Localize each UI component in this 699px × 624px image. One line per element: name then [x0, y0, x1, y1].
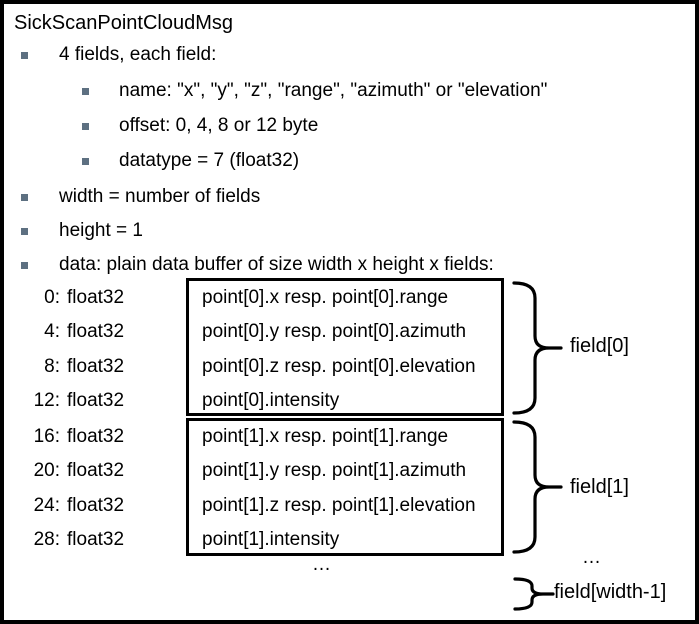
offset-type: float32 [67, 460, 125, 481]
page-title: SickScanPointCloudMsg [14, 12, 233, 34]
offset-type: float32 [67, 495, 125, 516]
buffer-row: point[1].x resp. point[1].range [202, 426, 449, 447]
buffer-row: point[0].y resp. point[0].azimuth [202, 321, 467, 342]
offset-number: 0: [44, 287, 60, 308]
offset-type: float32 [67, 426, 125, 447]
ellipsis-right: … [582, 547, 603, 568]
bullet-text: offset: 0, 4, 8 or 12 byte [119, 115, 319, 136]
offset-type: float32 [67, 287, 125, 308]
offset-number: 28: [33, 529, 60, 550]
buffer-row: point[1].y resp. point[1].azimuth [202, 460, 467, 481]
square-bullet-icon [21, 228, 28, 235]
square-bullet-icon [21, 262, 28, 269]
square-bullet-icon [82, 123, 89, 130]
buffer-box-field1: point[1].x resp. point[1].range point[1]… [186, 418, 504, 556]
bullet-line-offset: offset: 0, 4, 8 or 12 byte [82, 115, 318, 137]
bullet-text: name: "x", "y", "z", "range", "azimuth" … [119, 80, 548, 101]
bullet-text: data: plain data buffer of size width x … [59, 254, 494, 275]
square-bullet-icon [82, 88, 89, 95]
bullet-line-height: height = 1 [21, 220, 143, 242]
bullet-line-data: data: plain data buffer of size width x … [21, 254, 494, 276]
field-width-minus-1-label: field[width-1] [554, 581, 667, 603]
offset-type: float32 [67, 356, 125, 377]
brace-icon [513, 577, 555, 611]
offset-type: float32 [67, 390, 125, 411]
offset-label: 8: float32 [4, 356, 124, 378]
offset-label: 16: float32 [4, 426, 124, 448]
offset-label: 28: float32 [4, 529, 124, 551]
offset-number: 4: [44, 321, 60, 342]
brace-icon [512, 420, 563, 554]
field0-label: field[0] [570, 335, 629, 357]
square-bullet-icon [82, 158, 89, 165]
offset-number: 16: [33, 426, 60, 447]
bullet-line-name: name: "x", "y", "z", "range", "azimuth" … [82, 80, 547, 102]
bullet-text: height = 1 [59, 220, 143, 241]
field1-label: field[1] [570, 476, 629, 498]
ellipsis-center: … [312, 554, 333, 575]
bullet-line-datatype: datatype = 7 (float32) [82, 150, 299, 172]
offset-number: 20: [33, 460, 60, 481]
bullet-text: datatype = 7 (float32) [119, 150, 300, 171]
offset-label: 20: float32 [4, 460, 124, 482]
square-bullet-icon [21, 52, 28, 59]
buffer-row: point[1].intensity [202, 529, 340, 550]
square-bullet-icon [21, 194, 28, 201]
bullet-line-width: width = number of fields [21, 186, 260, 208]
offset-label: 0: float32 [4, 287, 124, 309]
bullet-line-fields: 4 fields, each field: [21, 44, 216, 66]
offset-type: float32 [67, 321, 125, 342]
brace-icon [512, 281, 563, 415]
buffer-row: point[0].intensity [202, 390, 340, 411]
offset-number: 8: [44, 356, 60, 377]
bullet-text: width = number of fields [59, 186, 261, 207]
offset-number: 12: [33, 390, 60, 411]
offset-type: float32 [67, 529, 125, 550]
offset-label: 12: float32 [4, 390, 124, 412]
buffer-row: point[0].x resp. point[0].range [202, 287, 449, 308]
bullet-text: 4 fields, each field: [59, 44, 217, 65]
offset-label: 4: float32 [4, 321, 124, 343]
buffer-box-field0: point[0].x resp. point[0].range point[0]… [186, 278, 504, 416]
offset-number: 24: [33, 495, 60, 516]
buffer-row: point[0].z resp. point[0].elevation [202, 356, 476, 377]
buffer-row: point[1].z resp. point[1].elevation [202, 495, 476, 516]
offset-label: 24: float32 [4, 495, 124, 517]
